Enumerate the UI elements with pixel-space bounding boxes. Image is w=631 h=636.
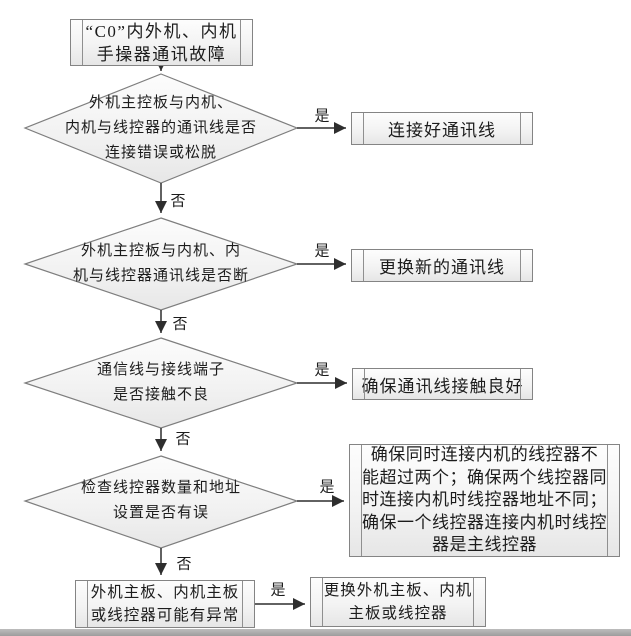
decision-contact-poor-text: 通信线与接线端子 是否接触不良 — [96, 362, 225, 403]
label-no-2: 否 — [172, 316, 188, 333]
label-no-4: 否 — [176, 556, 192, 573]
action-ensure-contact-text: 确保通讯线接触良好 — [361, 376, 524, 396]
action-replace-cable-box: 更换新的通讯线 — [351, 249, 533, 282]
label-no-1: 否 — [170, 193, 186, 210]
action-controller-rules-box: 确保同时连接内机的线控器不 能超过两个；确保两个线控器同 时连接内机时线控器地址… — [349, 444, 620, 557]
decision-wire-broken-text: 外机主控板与内机、内 机与线控器通讯线是否断 — [72, 243, 249, 284]
action-connect-cable-text: 连接好通讯线 — [388, 121, 496, 140]
start-box-text: “C0”内外机、内机 手操器通讯故障 — [85, 21, 238, 64]
label-yes-4: 是 — [319, 479, 335, 496]
label-yes-3: 是 — [314, 362, 330, 379]
action-replace-boards-text: 更换外机主板、内机 主板或线控器 — [323, 582, 473, 622]
label-yes-1: 是 — [314, 108, 330, 125]
bottom-edge-strip — [0, 629, 631, 636]
fallback-abnormal-text: 外机主板、内机主板 或线控器可能有异常 — [90, 584, 240, 624]
label-no-3: 否 — [175, 431, 191, 448]
decision-count-address-text: 检查线控器数量和地址 设置是否有误 — [80, 480, 241, 521]
action-replace-cable-text: 更换新的通讯线 — [379, 258, 505, 277]
action-connect-cable-box: 连接好通讯线 — [351, 112, 533, 145]
label-yes-2: 是 — [314, 243, 330, 260]
decision-wiring-loose-text: 外机主控板与内机、 内机与线控器的通讯线是否 连接错误或松脱 — [64, 94, 257, 161]
action-ensure-contact-box: 确保通讯线接触良好 — [352, 368, 533, 400]
start-box: “C0”内外机、内机 手操器通讯故障 — [70, 19, 253, 66]
action-controller-rules-text: 确保同时连接内机的线控器不 能超过两个；确保两个线控器同 时连接内机时线控器地址… — [362, 445, 607, 555]
label-yes-5: 是 — [270, 582, 286, 599]
fallback-abnormal-box: 外机主板、内机主板 或线控器可能有异常 — [75, 580, 255, 628]
action-replace-boards-box: 更换外机主板、内机 主板或线控器 — [310, 577, 486, 627]
